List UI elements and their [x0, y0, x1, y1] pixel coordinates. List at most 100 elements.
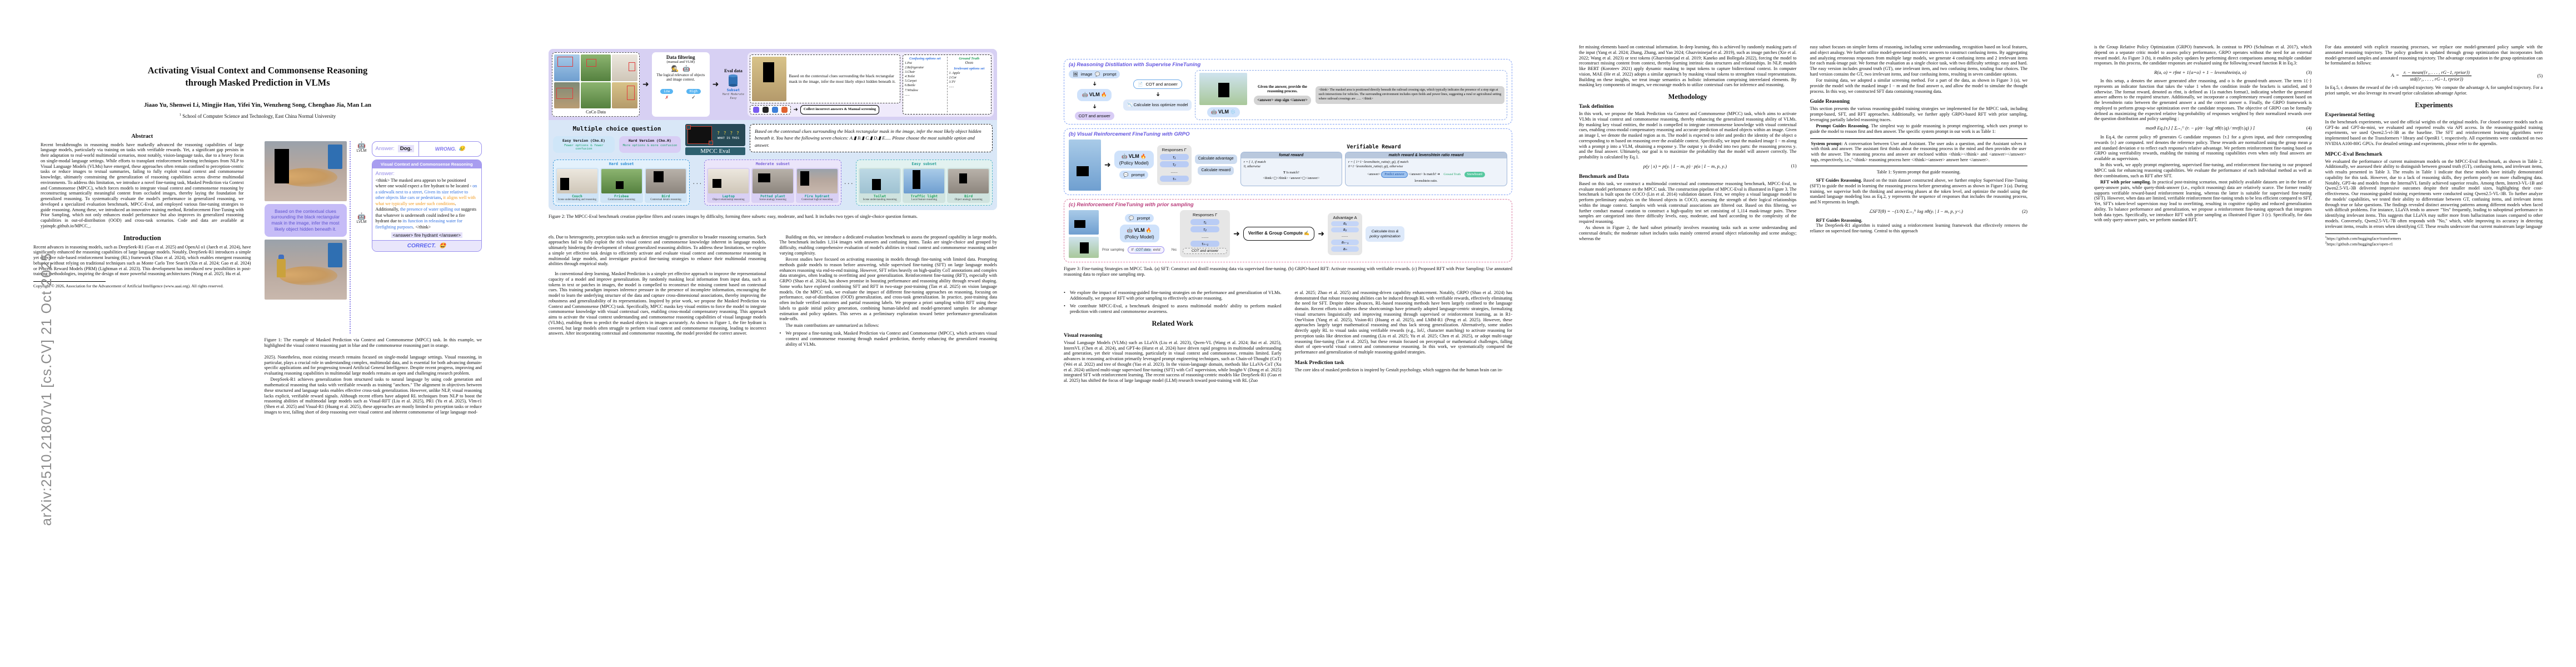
policy-model-label: (Policy Model): [1124, 233, 1154, 240]
divider: [418, 141, 419, 156]
eval-data-column: Eval data Subset Hard Moderate Easy: [721, 52, 745, 117]
is-match-label: Is match?: [1286, 171, 1299, 175]
option-item: 3.Chair: [905, 71, 915, 74]
mask-prediction-heading: Mask Prediction task: [1294, 359, 1344, 366]
robot-icon: 🤖: [1127, 227, 1133, 233]
option-item: ......: [905, 93, 910, 97]
chart-icon: 📉: [1127, 102, 1133, 108]
easy-version-subtitle: Fewer options & fewer confusion: [564, 144, 604, 151]
llava-logo-icon: [772, 107, 779, 113]
gt-irrelevant-column: Ground Truth Oven Irrelevant options set…: [949, 57, 990, 112]
vlm-label: VLM: [1128, 153, 1139, 159]
card-photo: [708, 169, 749, 193]
mpcc-prompt-box: Based on the contextual clues surroundin…: [264, 203, 347, 237]
equation-number: (1): [1791, 163, 1797, 169]
paragraph: This section presents the various reason…: [1810, 106, 2028, 122]
paragraph: easy subset focuses on simpler forms of …: [1810, 44, 2028, 77]
card-label: Bird: [661, 195, 670, 198]
affiliation-marker: 1: [179, 112, 181, 117]
is-match-label: Is match?: [1423, 172, 1437, 176]
option-item: 3.TV: [949, 81, 956, 84]
card-sublabel: Scene analogy reasoning: [759, 198, 786, 201]
card-sublabel: Scene understanding reasoning: [863, 198, 897, 201]
given-answer-instruction: Given the answer, provide the reasoning …: [1258, 84, 1307, 94]
fire-icon: 🔥: [1140, 153, 1147, 159]
response-tau: τ₁: [1190, 219, 1220, 226]
ground-truth-title: Ground Truth: [959, 57, 980, 61]
page2-right-column: Building on this, we introduce a dedicat…: [780, 235, 998, 350]
card-photo: [557, 169, 597, 193]
context-blue-seg: Given its size relative to other objects…: [375, 189, 469, 201]
experiments-heading: Experiments: [2415, 101, 2453, 109]
page1-left-column: Abstract Recent breakthroughs in reasoni…: [33, 133, 251, 416]
if-label: If: [1131, 248, 1134, 252]
low-chip: Low: [660, 88, 674, 94]
paper-title: Activating Visual Context and Commonsens…: [0, 64, 515, 89]
figure-2-pipeline: CoCo Data ➜ Data filtering (manual and V…: [549, 49, 997, 120]
correct-label: CORRECT.: [407, 243, 436, 250]
equation-body: ℒSFT(θ) = −(1/N) Σᵢ₌₁ᴺ log πθ(yᵢ | I − m…: [1869, 208, 1963, 214]
chat-icon: 💬: [1123, 172, 1129, 178]
format-reward-title: fomat reward: [1240, 152, 1342, 158]
arrow-icon: ➜: [1318, 229, 1325, 238]
calculate-advantage-box: Calculate advantage: [1194, 154, 1237, 164]
paragraph: DeepSeek-R1 achieves generalization from…: [264, 377, 482, 415]
collect-box: Collect incorrect answers & Manual scree…: [800, 105, 880, 115]
robot-icon: 🤖: [682, 65, 690, 72]
cot-answer-response: COT and answer: [1183, 248, 1228, 255]
wrong-answer-box: Answer: Dog. WRONG.😥: [371, 141, 482, 157]
calculate-loss-label: Calculate loss optimize model: [1133, 102, 1188, 108]
card-sublabel: Object analogy reasoning: [954, 198, 983, 201]
option-item: ......: [949, 85, 954, 89]
affiliation: 1 School of Computer Science and Technol…: [0, 113, 515, 119]
system-prompt-table: System prompt: A conversation between Us…: [1810, 138, 2027, 166]
arxiv-watermark: arXiv:2510.21807v1 [cs.CV] 21 Oct 2025: [39, 252, 54, 526]
paragraph: In conventional deep learning, Masked Pr…: [549, 271, 766, 336]
coco-data-box: CoCo Data: [552, 52, 640, 117]
calculate-loss-box: Calculate loss & policy optimization: [1366, 226, 1405, 242]
context-blue-seg: the presence of water spilling out: [400, 207, 460, 212]
guide-reasoning-heading: Guide Reasoning: [1810, 98, 1850, 105]
bullet-dot: •: [1064, 303, 1065, 309]
page-4: fer missing elements based on contextual…: [1546, 0, 2061, 667]
card-photo: [948, 169, 989, 193]
hard-version-subtitle: More options & more confusion: [622, 144, 677, 147]
figure-2: CoCo Data ➜ Data filtering (manual and V…: [549, 49, 997, 211]
responses-box: Responses Γ τ₁ τ₂ ...... τₙ₋₁ COT and an…: [1180, 210, 1230, 258]
ellipsis: ...: [843, 180, 854, 186]
title-line-2: through Masked Prediction in VLMs: [185, 77, 330, 88]
equation-body: R(a, o) = rfmt + 1{a=o} + 1 − levenshtei…: [2154, 69, 2246, 75]
response-tau: τ₂: [1159, 161, 1189, 167]
paragraph: Recent studies have focused on activatin…: [779, 257, 998, 322]
footnote-link[interactable]: https://github.com/huggingface/open-r1: [2326, 241, 2393, 247]
subset-title: Hard subset: [609, 162, 634, 166]
paragraph: The core idea of masked prediction is in…: [1294, 367, 1503, 372]
card-sublabel: Contextual details reasoning: [650, 198, 681, 201]
robot-icon: 🤖: [1082, 92, 1088, 97]
dotted-divider: [349, 141, 351, 334]
prior-sampling-lead: RFT with prior sampling.: [2100, 180, 2151, 185]
lvlm-label: LVLM: [356, 220, 367, 224]
contribution-bullet: •We explore the impact of reasoning-guid…: [1064, 290, 1282, 301]
footnote-link[interactable]: https://github.com/huggingface/transform…: [2326, 236, 2401, 241]
data-filtering-box: Data filtering (manual and VLM) 🕵️ 🤖 The…: [651, 52, 710, 117]
equation-body: maxθ Eq,{τᵢ} [ Σᵢ₌₁ᴳ (rᵢ − μ)⁄σ · log( π…: [2145, 125, 2255, 131]
paragraph: SFT Guides Reasoning. Based on the train…: [1810, 178, 2028, 205]
vlm-label: VLM: [1134, 227, 1145, 233]
paragraph: Prompt Guides Reasoning. The simplest wa…: [1810, 123, 2028, 135]
chat-icon: 💬: [1129, 215, 1134, 221]
ellipsis: ...: [692, 180, 702, 186]
tag-format: <think>▢</think> <answer>▢</answer>: [1263, 177, 1320, 181]
figure-3c-panel: (c) Reinforcement FineTuning with prior …: [1064, 198, 1512, 262]
card-photo: [859, 169, 900, 193]
verifiable-reward-section: Verifiable Reward fomat reward r = { 1, …: [1240, 144, 1507, 186]
correct-bar: CORRECT.🤩: [372, 240, 481, 252]
arrow-icon: ➜: [1104, 160, 1111, 170]
equation-number: (2): [2022, 208, 2027, 214]
exist-label: exist: [1153, 248, 1160, 252]
option-item: 2.Refrigerator: [905, 66, 924, 70]
response-tau: τₙ₋₁: [1190, 241, 1220, 247]
coco-photo-traffic-light: [554, 54, 580, 81]
